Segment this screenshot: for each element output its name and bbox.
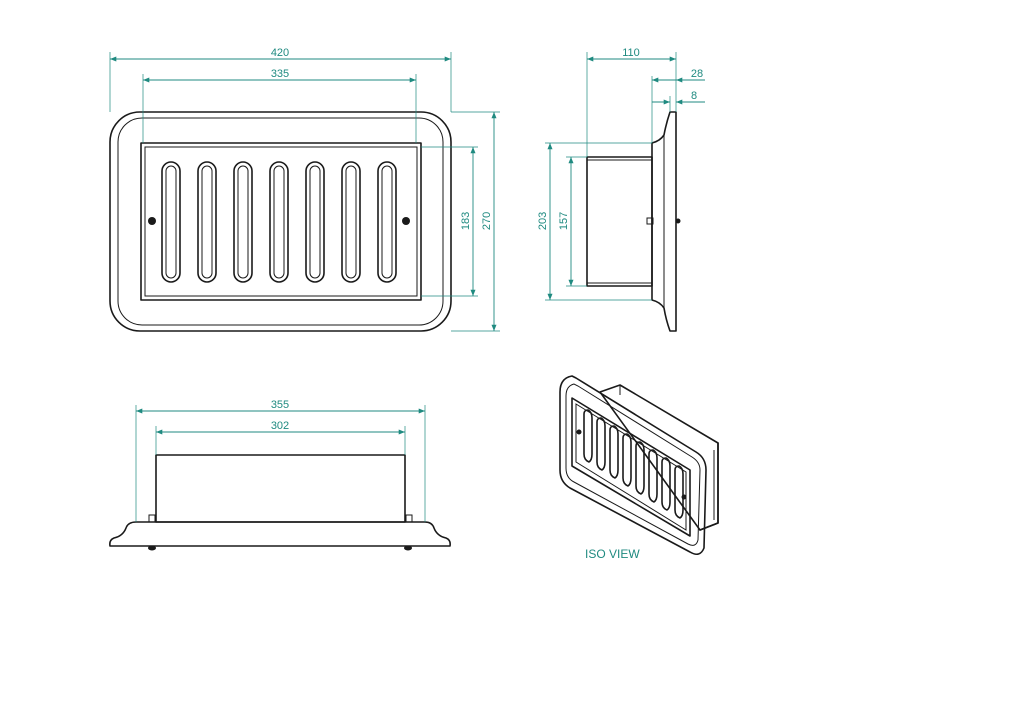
bottom-dimensions: 355 302 — [135, 399, 426, 522]
dim-110: 110 — [622, 47, 640, 59]
front-flange-inner — [117, 117, 444, 326]
dim-8: 8 — [691, 90, 697, 102]
slot-5 — [305, 161, 325, 283]
slot-7 — [377, 161, 397, 283]
dim-28: 28 — [691, 68, 703, 80]
bottom-body — [155, 454, 406, 523]
screw-left — [148, 217, 156, 225]
dim-420: 420 — [271, 47, 289, 59]
side-clip — [646, 217, 654, 225]
iso-slots — [583, 409, 684, 519]
dim-335: 335 — [271, 68, 289, 80]
dim-355: 355 — [271, 399, 289, 411]
dim-302: 302 — [271, 420, 289, 432]
iso-grille-frame — [571, 397, 691, 537]
slot-4 — [269, 161, 289, 283]
side-flange — [651, 111, 677, 332]
dim-203: 203 — [537, 212, 549, 230]
front-grille-inner — [144, 146, 418, 297]
bottom-flange — [109, 521, 451, 547]
iso-view-label: ISO VIEW — [585, 547, 640, 561]
front-grille-frame — [140, 142, 422, 301]
front-dimensions: 420 335 183 270 — [109, 47, 500, 332]
dim-183: 183 — [460, 212, 472, 230]
iso-view: ISO VIEW — [559, 375, 719, 561]
side-view: 110 28 8 203 157 — [537, 47, 705, 332]
side-body — [586, 156, 653, 287]
screw-right — [402, 217, 410, 225]
slot-1 — [161, 161, 181, 283]
side-dimensions: 110 28 8 203 157 — [537, 47, 705, 301]
slot-3 — [233, 161, 253, 283]
front-slots — [161, 161, 397, 283]
dim-270: 270 — [481, 212, 493, 230]
slot-6 — [341, 161, 361, 283]
bottom-view: 355 302 — [109, 399, 451, 551]
dim-157: 157 — [558, 212, 570, 230]
iso-flange — [559, 375, 707, 556]
slot-2 — [197, 161, 217, 283]
front-view: 420 335 183 270 — [109, 47, 500, 332]
front-flange-outer — [109, 111, 452, 332]
